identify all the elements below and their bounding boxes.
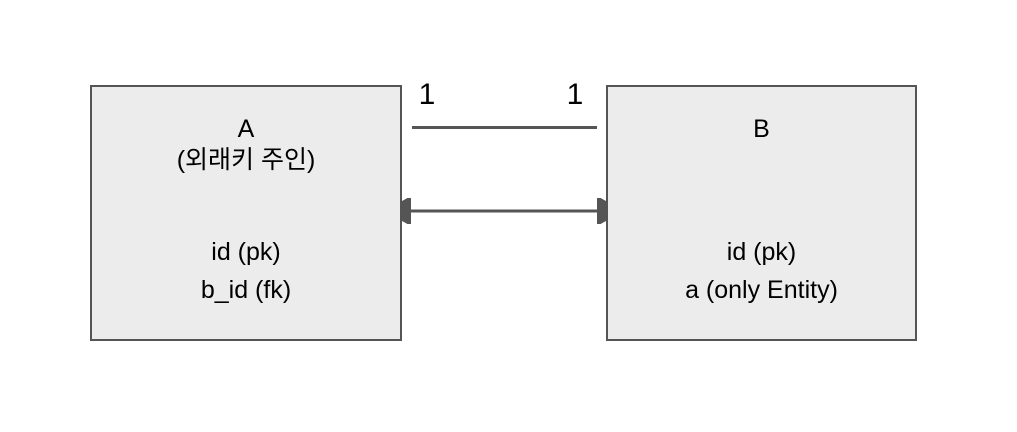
entity-b-field-id: id (pk) [726, 238, 797, 266]
entity-b-title: B [753, 115, 770, 143]
entity-b-fields: id (pk) a (only Entity) [608, 233, 915, 309]
entity-box-a[interactable]: A (외래키 주인) id (pk) b_id (fk) [90, 85, 402, 341]
entity-a-title: A [237, 115, 255, 143]
cardinality-label-left: 1 [418, 78, 436, 111]
entity-a-fields: id (pk) b_id (fk) [92, 233, 400, 309]
entity-a-field-id: id (pk) [211, 238, 281, 266]
relationship-connector-line [412, 126, 597, 129]
entity-a-subtitle: (외래키 주인) [176, 146, 316, 174]
relationship-bidirectional-arrow [400, 198, 608, 224]
cardinality-label-right: 1 [566, 78, 584, 111]
entity-b-field-a: a (only Entity) [685, 276, 838, 304]
entity-box-b[interactable]: B id (pk) a (only Entity) [606, 85, 917, 341]
entity-a-field-b-id: b_id (fk) [200, 276, 292, 304]
